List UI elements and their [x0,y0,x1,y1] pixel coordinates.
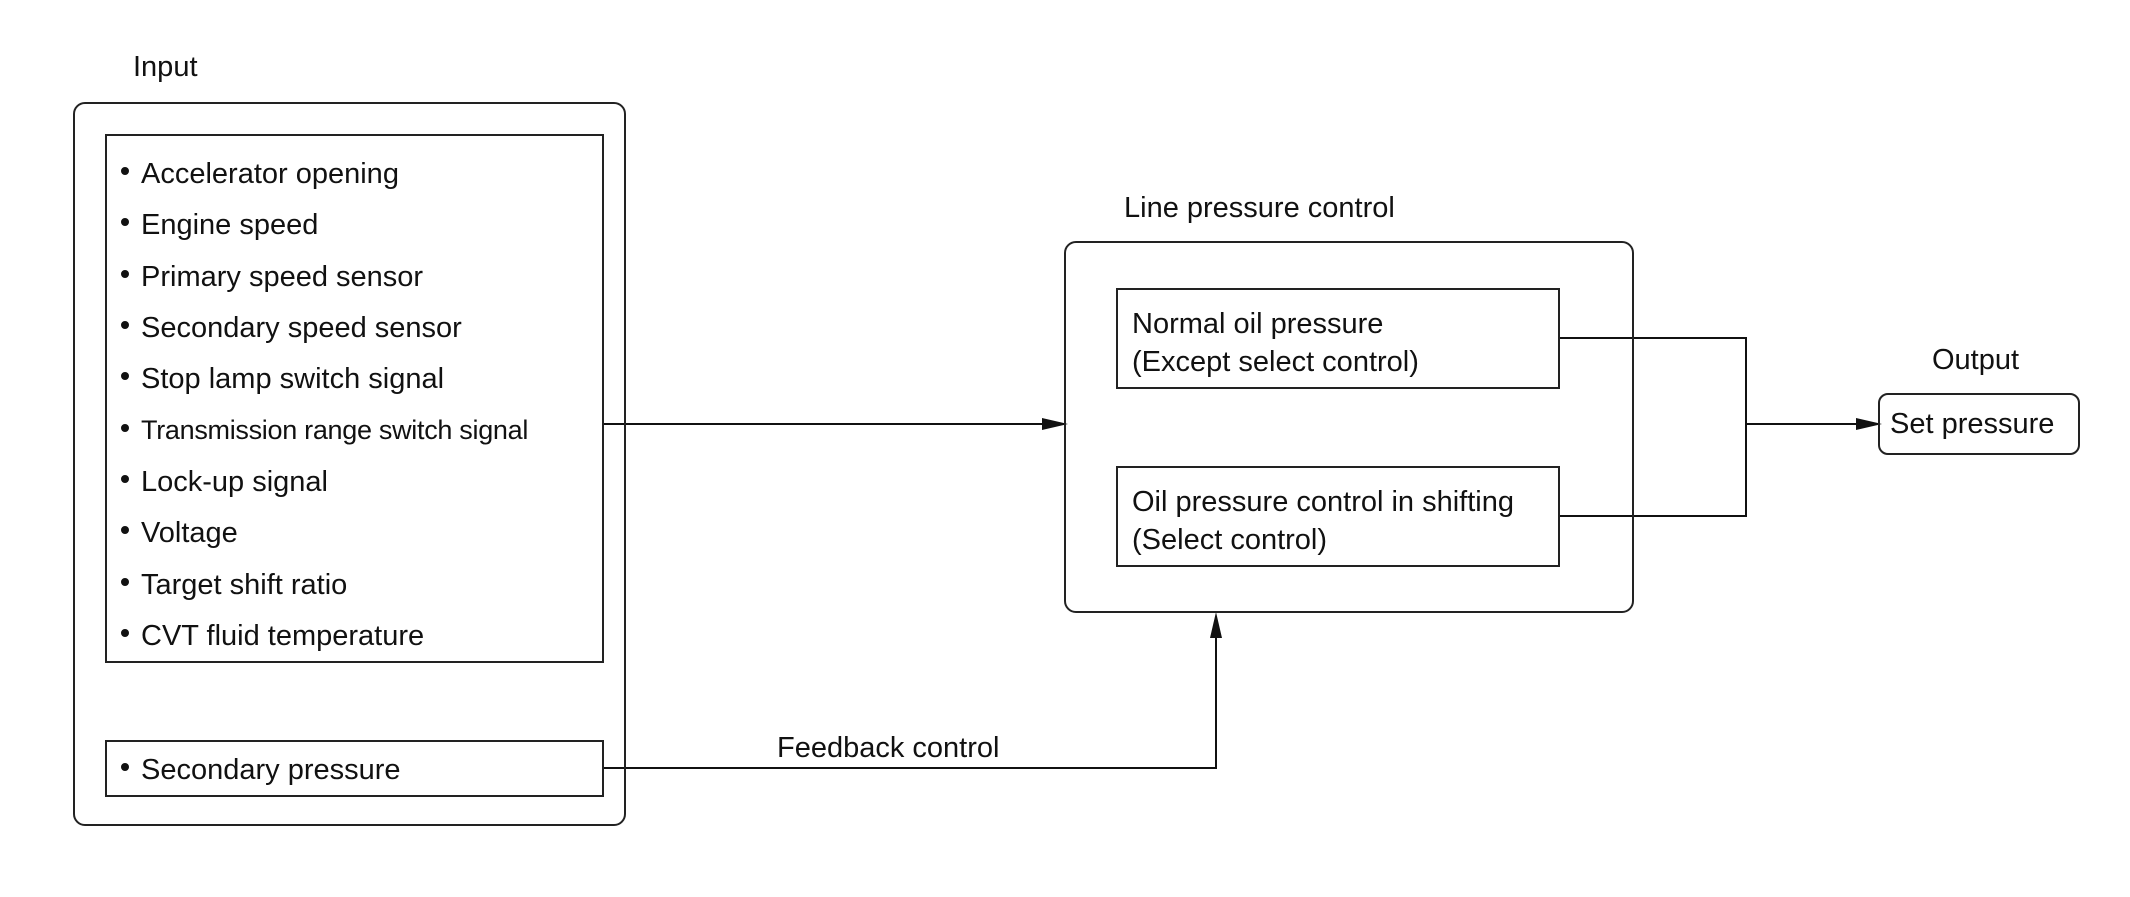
input-title: Input [133,51,198,83]
signal-item: Target shift ratio [121,571,347,600]
bullet-icon [121,475,129,484]
bullet-icon [121,270,129,279]
normal-oil-pressure-box: Normal oil pressure (Except select contr… [1116,288,1560,389]
signal-item: Voltage [121,519,238,548]
signal-item: Transmission range switch signal [121,417,528,444]
bullet-icon [121,218,129,227]
normal-line2: (Except select control) [1132,346,1419,378]
feedback-path-line [604,625,1217,769]
shifting-line2: (Select control) [1132,524,1328,556]
signal-item: Lock-up signal [121,468,328,497]
bullet-icon [121,423,129,432]
bullet-icon [121,578,129,587]
normal-line1: Normal oil pressure [1132,308,1384,340]
input-signals-box: Accelerator opening Engine speed Primary… [105,134,604,663]
signal-item: Accelerator opening [121,160,399,189]
signal-item: Stop lamp switch signal [121,365,444,394]
bullet-icon [121,629,129,638]
bullet-icon [121,321,129,330]
line-pressure-control-box [1064,241,1634,613]
feedback-arrow-head [1210,612,1222,638]
bullet-icon [121,372,129,381]
shifting-line1: Oil pressure control in shifting [1132,486,1514,518]
set-pressure-box: Set pressure [1878,393,2080,455]
signal-item: Secondary speed sensor [121,314,462,343]
bullet-icon [121,526,129,535]
shifting-oil-pressure-box: Oil pressure control in shifting (Select… [1116,466,1560,567]
line-pressure-control-title: Line pressure control [1124,192,1395,224]
signal-item: Engine speed [121,211,318,240]
bullet-icon [121,763,129,772]
feedback-signal-box: Secondary pressure [105,740,604,797]
normal-to-junction-line [1560,337,1747,517]
signal-item: CVT fluid temperature [121,622,424,651]
bullet-icon [121,167,129,176]
signal-item: Secondary pressure [121,756,401,785]
signal-item: Primary speed sensor [121,263,423,292]
feedback-control-label: Feedback control [777,732,1000,764]
set-pressure-label: Set pressure [1890,408,2055,440]
input-group-box [73,102,626,826]
output-title: Output [1932,344,2020,376]
